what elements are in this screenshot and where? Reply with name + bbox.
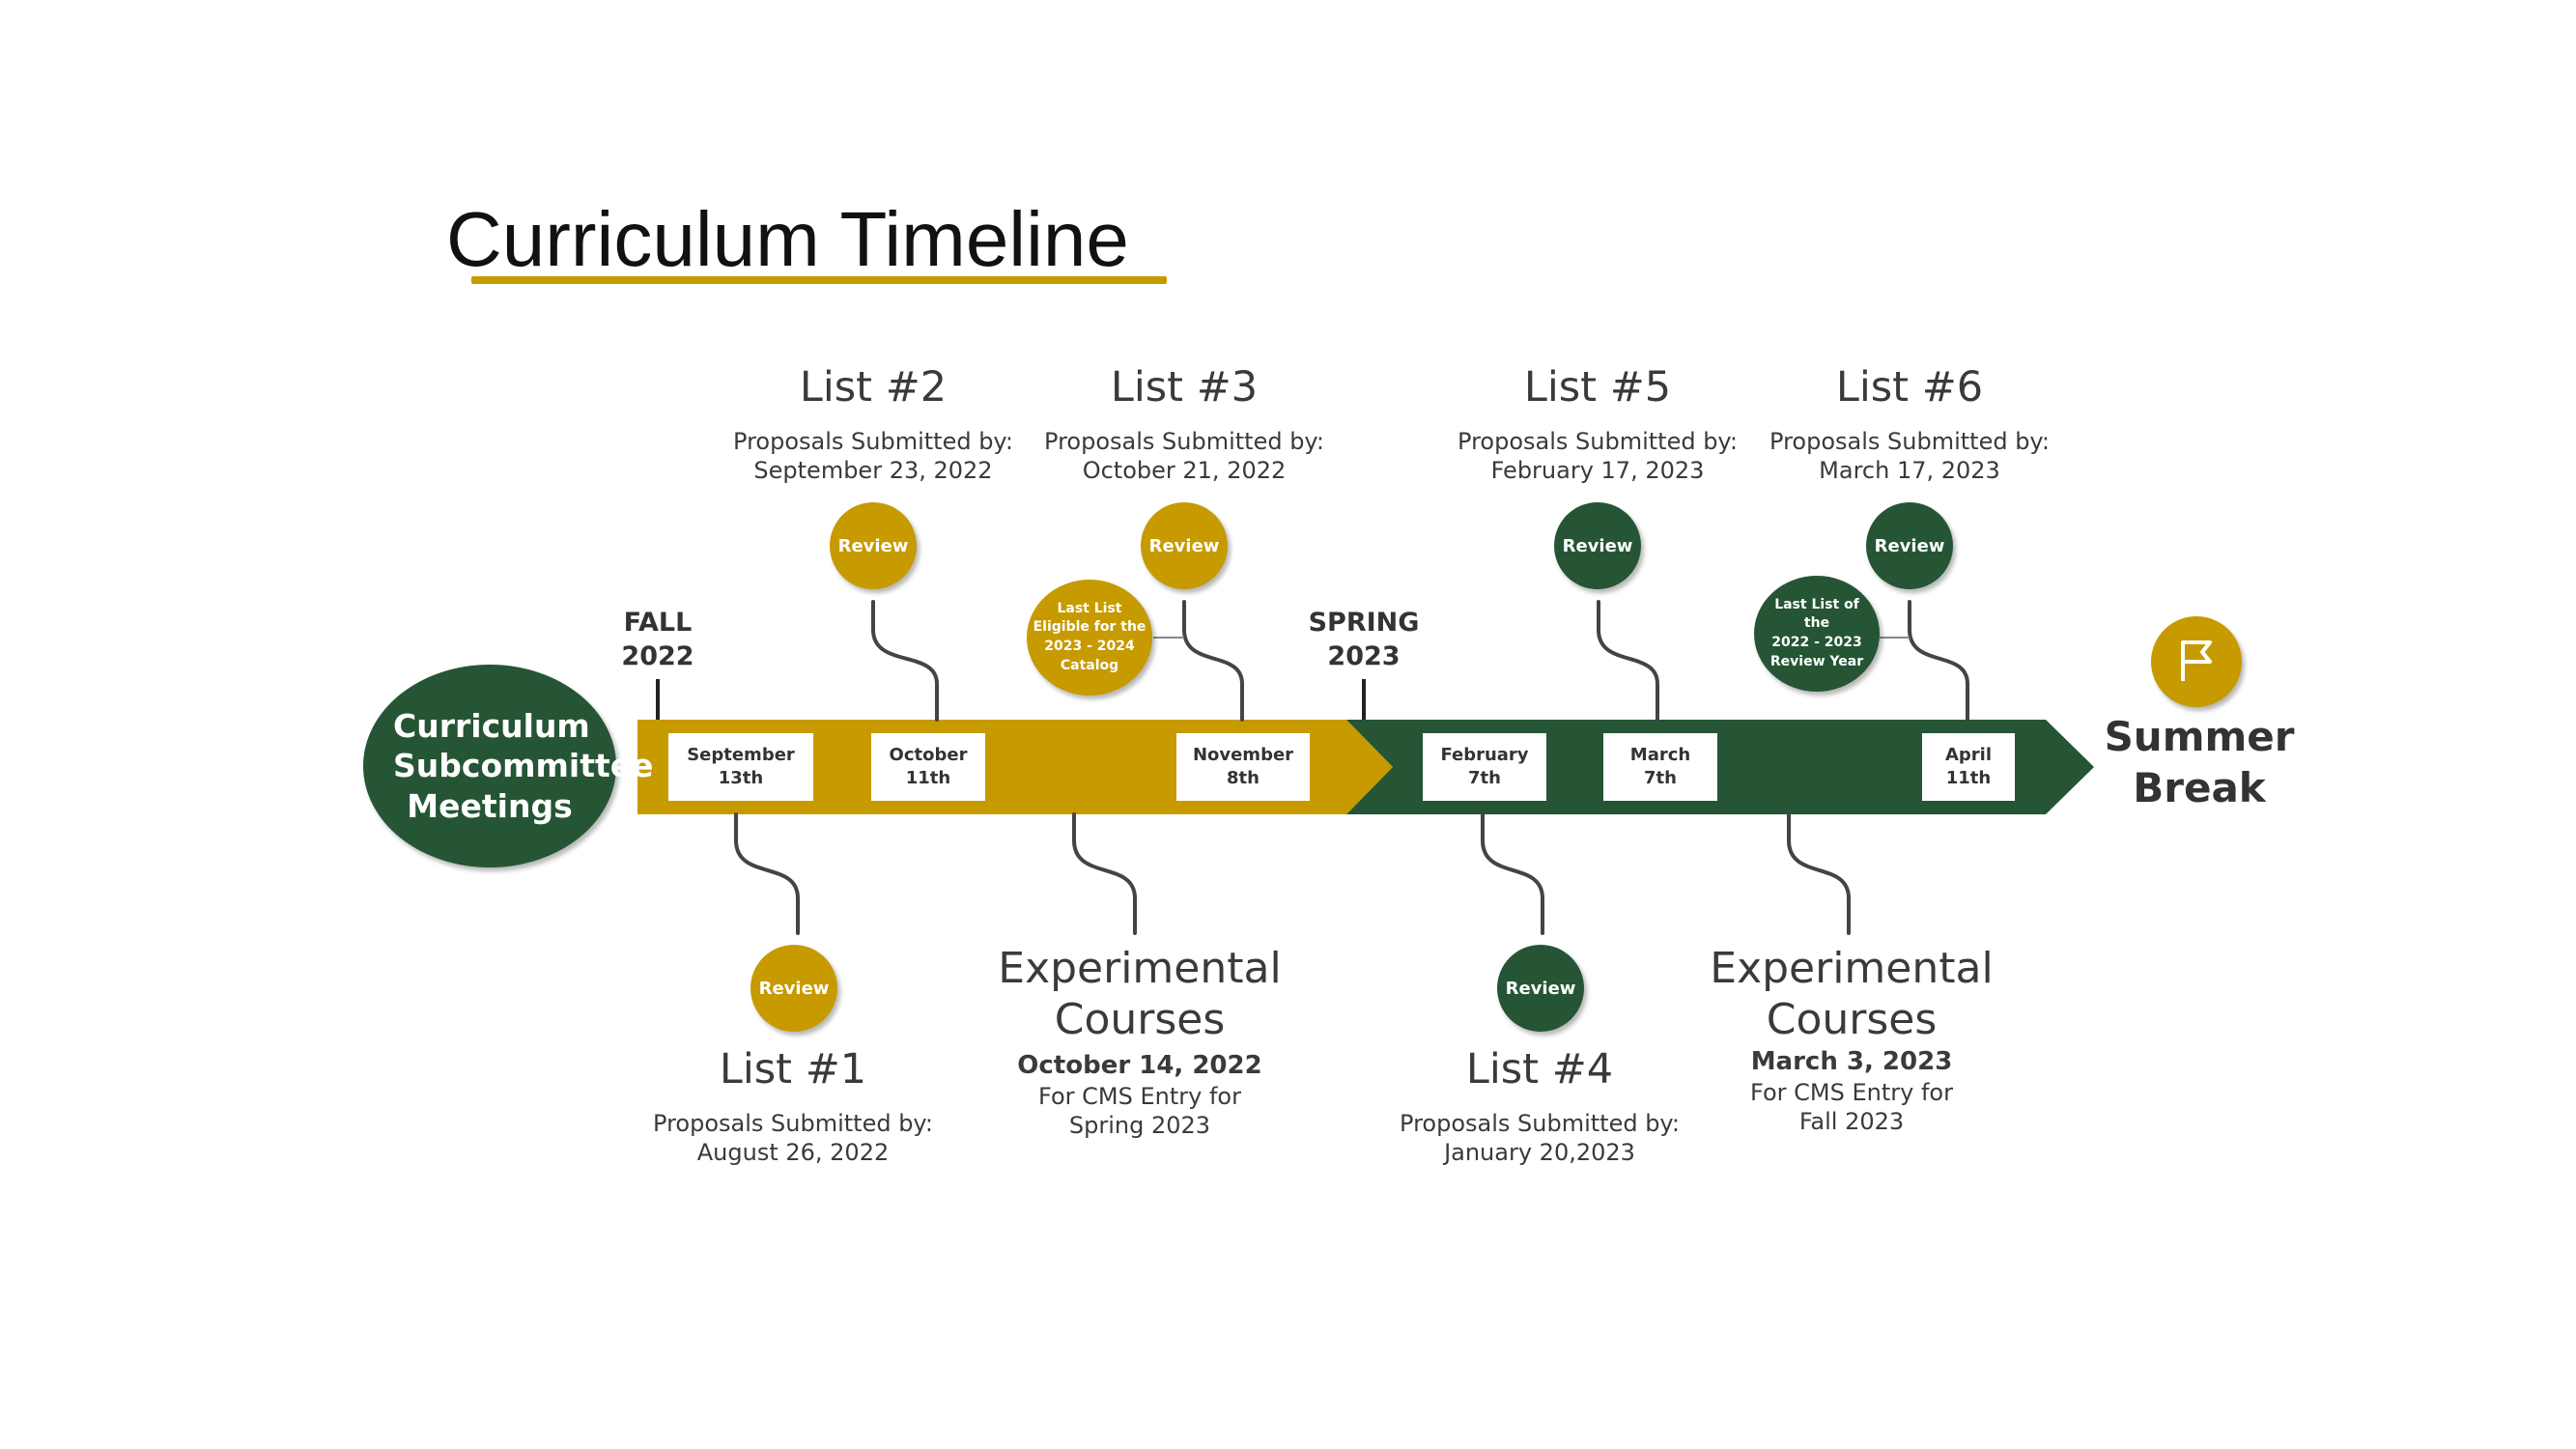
connector-exp-fall [1072,812,1137,935]
title-underline [471,276,1167,284]
season-spring: SPRING 2023 [1308,608,1420,671]
review-circle-list1: Review [750,945,837,1032]
connector-list4 [1481,812,1544,935]
flag-icon-glyph [2181,640,2212,681]
meeting-date-mar: March 7th [1603,733,1717,801]
note-last-list-review-year: Last List of the 2022 - 2023 Review Year [1754,576,1880,692]
experimental-spring-sub: For CMS Entry for Fall 2023 [1750,1079,1953,1135]
summer-break-label: Summer Break [2104,713,2295,812]
connector-list3 [1182,600,1244,722]
list-3-sub: Proposals Submitted by: October 21, 2022 [1044,428,1324,484]
experimental-fall-sub: For CMS Entry for Spring 2023 [1038,1083,1241,1139]
review-circle-list6: Review [1866,502,1953,589]
meeting-date-feb: February 7th [1423,733,1546,801]
list-2-sub: Proposals Submitted by: September 23, 20… [733,428,1013,484]
flag-icon [2151,616,2242,707]
review-circle-list2: Review [830,502,917,589]
list-4-sub: Proposals Submitted by: January 20,2023 [1400,1110,1680,1166]
connector-exp-spring [1787,812,1851,935]
list-4-title: List #4 [1465,1045,1614,1094]
list-5-sub: Proposals Submitted by: February 17, 202… [1458,428,1738,484]
connector-list1 [734,812,800,935]
list-6-sub: Proposals Submitted by: March 17, 2023 [1769,428,2050,484]
experimental-fall-date: October 14, 2022 [1017,1051,1262,1080]
meeting-date-oct: October 11th [871,733,985,801]
connector-list5 [1597,600,1659,722]
meeting-date-sept: September 13th [668,733,813,801]
season-fall: FALL 2022 [621,608,694,671]
meeting-date-apr: April 11th [1922,733,2015,801]
list-6-title: List #6 [1835,363,1984,412]
list-1-sub: Proposals Submitted by: August 26, 2022 [653,1110,933,1166]
list-2-title: List #2 [799,363,948,412]
review-circle-list3: Review [1141,502,1228,589]
page-title: Curriculum Timeline [446,196,1129,282]
list-5-title: List #5 [1523,363,1672,412]
review-circle-list4: Review [1497,945,1584,1032]
list-3-title: List #3 [1110,363,1259,412]
connector-list2 [871,600,939,722]
experimental-spring-title: Experimental Courses [1710,944,1994,1044]
list-1-title: List #1 [719,1045,867,1094]
subcommittee-circle: Curriculum Subcommittee Meetings [363,665,654,867]
experimental-spring-date: March 3, 2023 [1750,1047,1953,1076]
note-last-list-catalog: Last List Eligible for the 2023 - 2024 C… [1027,580,1152,696]
meeting-date-nov: November 8th [1176,733,1310,801]
experimental-fall-title: Experimental Courses [998,944,1282,1044]
connector-list6 [1908,600,1969,722]
subcommittee-label: Curriculum Subcommittee Meetings [393,707,654,825]
review-circle-list5: Review [1554,502,1641,589]
